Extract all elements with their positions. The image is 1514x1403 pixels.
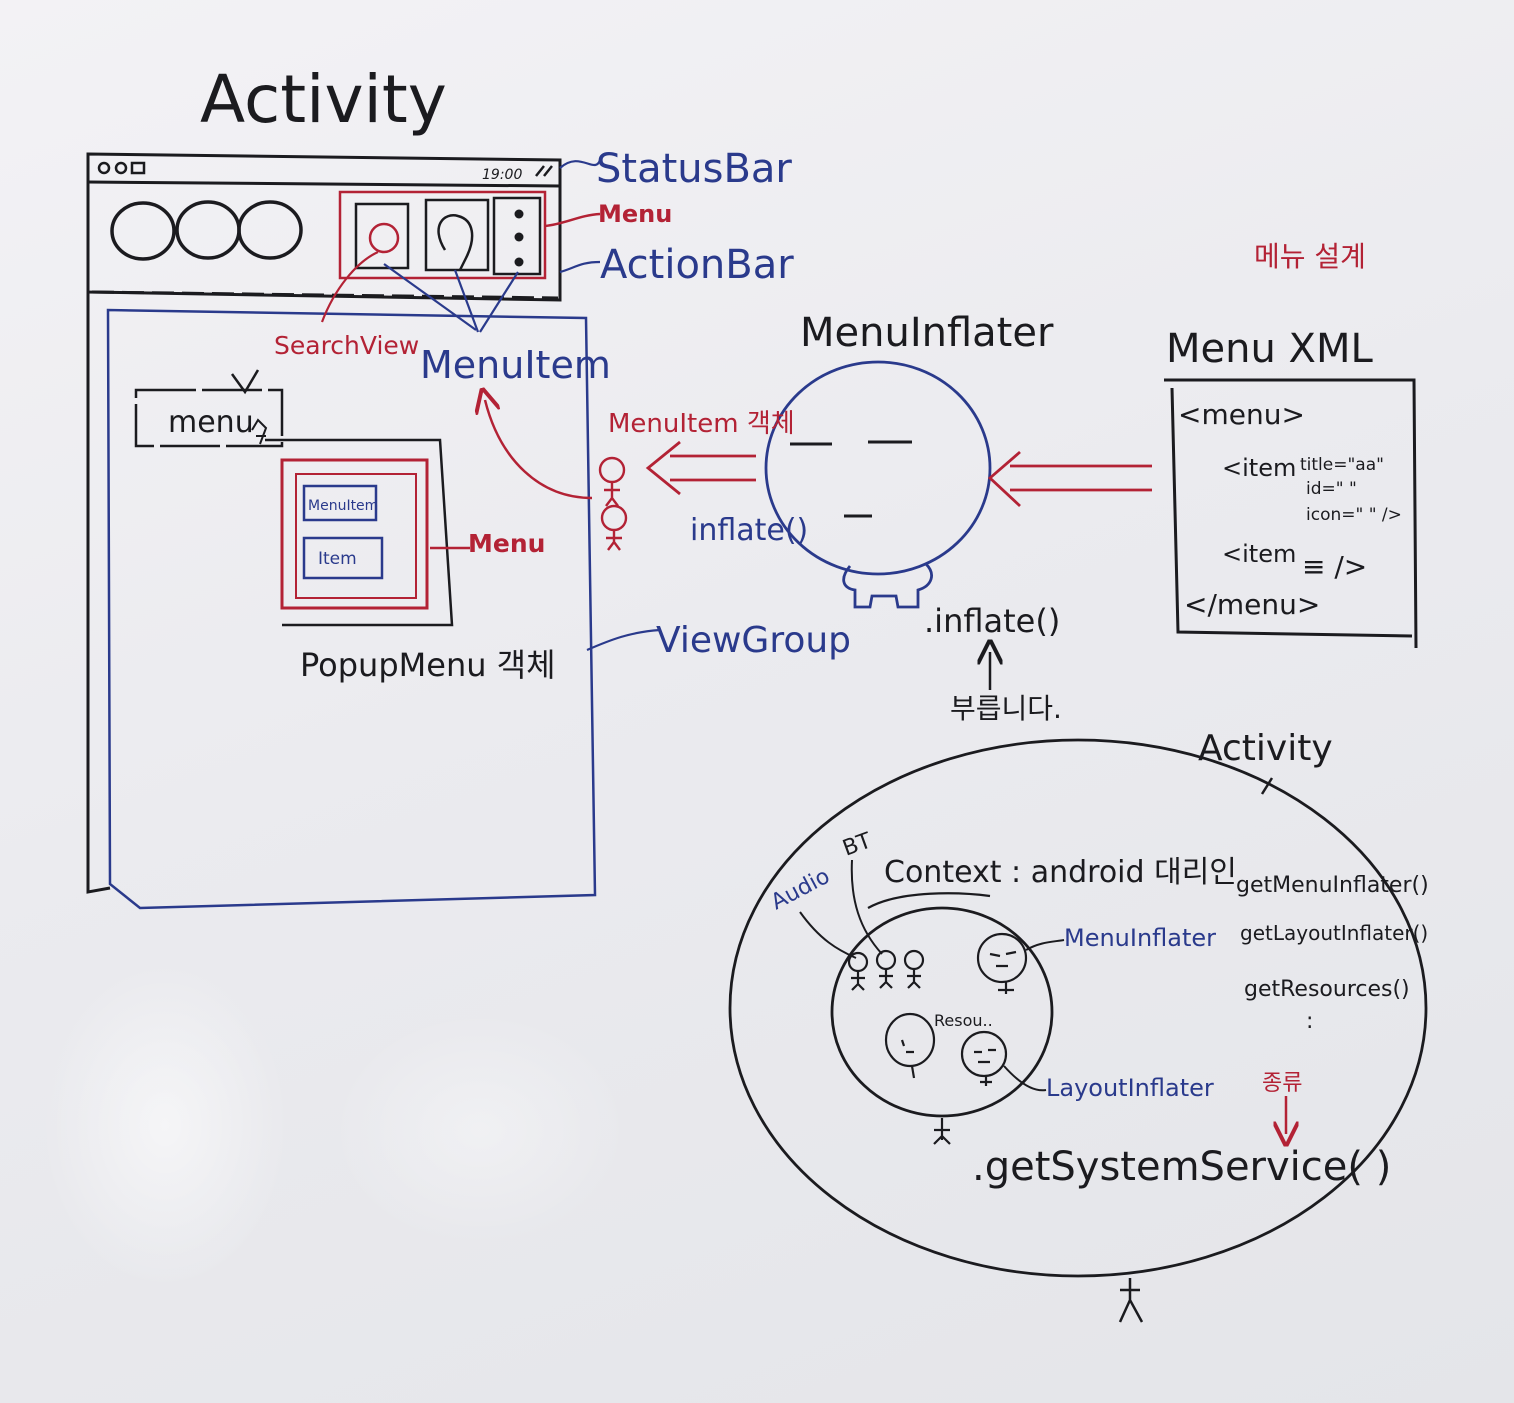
- create-arrow: [485, 400, 593, 500]
- xml-line-menu-open: <menu>: [1178, 398, 1305, 431]
- action-bar-label: ActionBar: [600, 242, 794, 288]
- method-3: getResources(): [1244, 977, 1410, 1002]
- popup-anchor-label: menu: [168, 405, 254, 440]
- menu-item-objects: [598, 456, 628, 551]
- status-icons: [97, 161, 553, 177]
- menu-inflater-character: [764, 360, 992, 609]
- status-time: 19:00: [482, 167, 522, 183]
- popup-anchor: [134, 369, 284, 448]
- popup-item-2: Item: [318, 549, 357, 569]
- action-menu-icons: [338, 190, 547, 280]
- xml-attr-title: title="aa": [1300, 455, 1384, 475]
- xml-title: Menu XML: [1166, 326, 1373, 372]
- popup-menu: [265, 438, 454, 627]
- xml-line-item1: <item: [1222, 454, 1296, 482]
- resource-label: Resou..: [934, 1011, 993, 1030]
- menu-design-label: 메뉴 설계: [1254, 240, 1366, 273]
- view-group-label: ViewGroup: [656, 620, 851, 661]
- activity-figure: [1118, 1278, 1144, 1323]
- menu-item-label: MenuItem: [420, 343, 611, 387]
- phone-frame: [86, 152, 562, 894]
- context-figure: [933, 1118, 951, 1145]
- kind-label: 종류: [1262, 1071, 1302, 1096]
- popup-caption: PopupMenu 객체: [300, 646, 556, 684]
- xml-line-item2: <item: [1222, 540, 1296, 568]
- status-bar-label: StatusBar: [596, 146, 792, 192]
- menu-item-pointers: [383, 263, 519, 333]
- xml-line-item2-end: ≡ />: [1302, 550, 1367, 583]
- context-label: Context : android 대리인: [884, 855, 1237, 890]
- menu-inflater-title: MenuInflater: [800, 310, 1054, 356]
- view-group-panel: [106, 308, 597, 910]
- menu-inflater-service: MenuInflater: [1064, 924, 1216, 952]
- xml-box: [1164, 378, 1418, 649]
- popup-item-1: MenuItem: [308, 498, 378, 514]
- context-circle: [830, 906, 1054, 1118]
- main-title: Activity: [200, 61, 447, 138]
- app-icon-circles: [110, 200, 303, 261]
- search-view-label: SearchView: [274, 331, 419, 360]
- inflater-to-objects-arrow: [645, 440, 756, 496]
- activity-title: Activity: [1198, 728, 1333, 769]
- method-1: getMenuInflater(): [1236, 873, 1429, 898]
- call-label: 부릅니다.: [950, 692, 1062, 725]
- method-2: getLayoutInflater(): [1240, 921, 1428, 945]
- inflate-label: inflate(): [690, 513, 808, 548]
- bt-label: BT: [840, 828, 876, 861]
- system-service-call: .getSystemService( ): [972, 1144, 1391, 1190]
- layout-inflater-service: LayoutInflater: [1046, 1074, 1214, 1102]
- xml-attr-id: id=" ": [1306, 479, 1357, 499]
- activity-ellipse: [728, 738, 1428, 1278]
- created-objects-label: MenuItem 객체: [608, 409, 795, 439]
- xml-to-inflater-arrow: [987, 450, 1152, 508]
- method-4: :: [1306, 1009, 1313, 1034]
- xml-line-menu-close: </menu>: [1184, 588, 1320, 621]
- inflate-method-label: .inflate(): [924, 602, 1060, 640]
- xml-attr-icon: icon=" " />: [1306, 505, 1402, 525]
- menu-label-top: Menu: [598, 200, 672, 228]
- popup-menu-label: Menu: [468, 529, 545, 558]
- service-figures: [847, 932, 1028, 1086]
